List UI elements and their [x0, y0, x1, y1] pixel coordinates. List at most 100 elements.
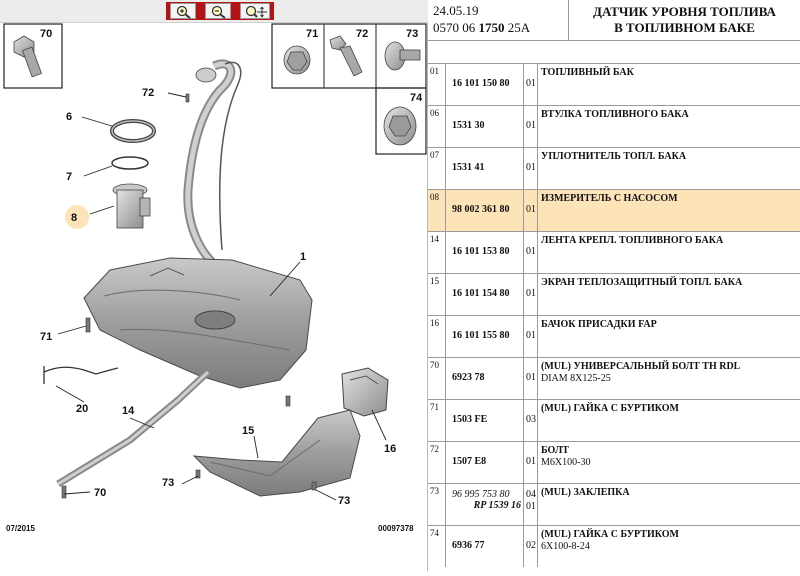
part-description: (MUL) ГАЙКА С БУРТИКОМ: [541, 403, 679, 414]
part-ref: 98 002 361 80: [452, 204, 510, 215]
pan-button[interactable]: [240, 3, 270, 19]
callout-74-box: 74: [410, 92, 423, 104]
part-qty-cell: 01: [524, 274, 538, 315]
part-description: ИЗМЕРИТЕЛЬ С НАСОСОМ: [541, 193, 678, 204]
part-ref-cell[interactable]: 6923 78: [446, 358, 524, 399]
tank-strap-illustration: [56, 369, 211, 487]
nut-74-illustration: [383, 106, 417, 146]
part-index: 15: [428, 274, 446, 315]
part-qty: 01: [526, 162, 536, 173]
part-qty: 02: [526, 540, 536, 551]
part-ref: 96 995 753 80: [452, 489, 510, 500]
part-ref: 16 101 153 80: [452, 246, 510, 257]
part-description: (MUL) ЗАКЛЕПКА: [541, 487, 630, 498]
pan-icon: [245, 5, 267, 18]
callout-70: 70: [94, 487, 106, 499]
zoom-out-button[interactable]: [205, 3, 231, 19]
part-qty: 03: [526, 414, 536, 425]
part-index: 73: [428, 484, 446, 525]
part-qty-cell: 01: [524, 190, 538, 231]
diagram-date: 07/2015: [6, 524, 35, 533]
part-ref-cell[interactable]: 1503 FE: [446, 400, 524, 441]
zoom-out-icon: [211, 5, 226, 19]
part-ref-cell[interactable]: 1507 E8: [446, 442, 524, 483]
part-ref-cell[interactable]: 16 101 150 80: [446, 64, 524, 105]
callout-8-highlight: [65, 205, 89, 229]
part-qty: 01: [526, 204, 536, 215]
small-hardware: [61, 93, 317, 499]
part-ref-cell[interactable]: 6936 77: [446, 526, 524, 567]
bolt-72-illustration: [329, 35, 363, 77]
header-reference: 0570 06 1750 25A: [433, 20, 531, 35]
fuel-tank-illustration: [83, 257, 313, 389]
part-qty-cell: 01: [524, 358, 538, 399]
part-qty: 01: [526, 372, 536, 383]
part-qty: 04: [526, 489, 536, 500]
tank-ring-illustration: [110, 119, 156, 143]
part-description-cell: БАЧОК ПРИСАДКИ FAP: [538, 316, 800, 357]
part-qty: 01: [526, 120, 536, 131]
part-qty-cell: 01: [524, 106, 538, 147]
part-ref-cell[interactable]: 98 002 361 80: [446, 190, 524, 231]
part-ref-cell[interactable]: 16 101 154 80: [446, 274, 524, 315]
part-index: 07: [428, 148, 446, 189]
part-qty: 01: [526, 330, 536, 341]
part-ref: 1503 FE: [452, 414, 488, 425]
part-description-cell: (MUL) ГАЙКА С БУРТИКОМ: [538, 400, 800, 441]
part-ref: 6936 77: [452, 540, 485, 551]
part-ref-cell[interactable]: 1531 30: [446, 106, 524, 147]
callout-71: 71: [40, 331, 52, 343]
part-description-cell: ТОПЛИВНЫЙ БАК: [538, 64, 800, 105]
part-row[interactable]: 08 98 002 361 80 01 ИЗМЕРИТЕЛЬ С НАСОСОМ: [428, 189, 800, 231]
part-ref: 16 101 155 80: [452, 330, 510, 341]
part-qty-alt: 01: [526, 501, 536, 512]
part-ref-cell[interactable]: 1531 41: [446, 148, 524, 189]
part-ref: 1531 41: [452, 162, 485, 173]
callout-72: 72: [142, 87, 154, 99]
diagram-panel: 70 71 72 73 74 72 6 7 8 1 71 20 14 15 16…: [0, 0, 428, 571]
callout-15: 15: [242, 425, 254, 437]
part-ref-cell[interactable]: 16 101 155 80: [446, 316, 524, 357]
part-index: 01: [428, 64, 446, 105]
part-qty-cell: 01: [524, 316, 538, 357]
callout-73: 73: [162, 477, 174, 489]
part-description-cell: ИЗМЕРИТЕЛЬ С НАСОСОМ: [538, 190, 800, 231]
part-ref-cell[interactable]: 16 101 153 80: [446, 232, 524, 273]
wire-harness-illustration: [43, 366, 119, 384]
part-index: 08: [428, 190, 446, 231]
parts-diagram: 70 71 72 73 74 72 6 7 8 1 71 20 14 15 16…: [0, 22, 428, 571]
part-qty-cell: 01: [524, 148, 538, 189]
part-index: 16: [428, 316, 446, 357]
zoom-in-button[interactable]: [170, 3, 196, 19]
tank-seal-illustration: [111, 156, 149, 170]
callout-1: 1: [300, 251, 306, 263]
part-description-cell: ВТУЛКА ТОПЛИВНОГО БАКА: [538, 106, 800, 147]
part-qty-cell: 01: [524, 442, 538, 483]
part-index: 14: [428, 232, 446, 273]
callout-73-box: 73: [406, 28, 418, 40]
part-description: ТОПЛИВНЫЙ БАК: [541, 67, 634, 78]
callout-6: 6: [66, 111, 72, 123]
part-index: 72: [428, 442, 446, 483]
part-ref-alt: RP 1539 16: [473, 500, 521, 511]
part-index: 70: [428, 358, 446, 399]
part-index: 06: [428, 106, 446, 147]
part-qty-cell: 02: [524, 526, 538, 567]
